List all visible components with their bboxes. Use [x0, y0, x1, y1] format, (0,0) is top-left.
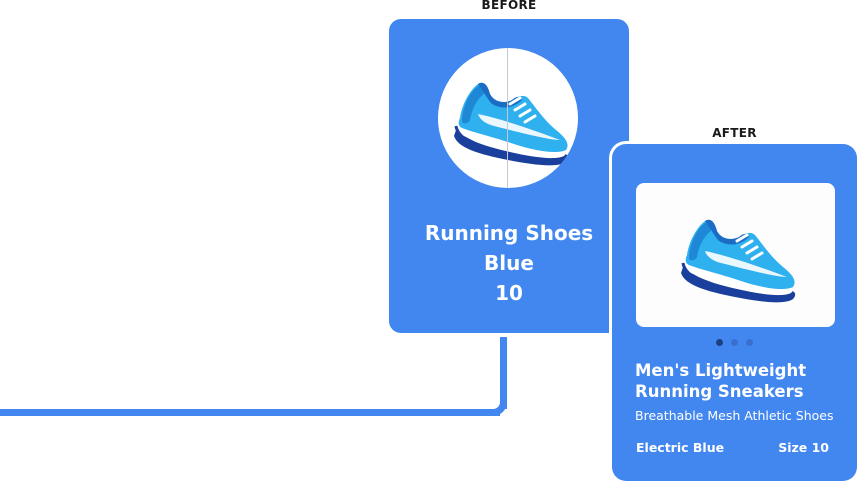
before-label: BEFORE [481, 0, 537, 12]
carousel-dot-1[interactable] [716, 339, 723, 346]
connector-line-vertical [500, 337, 507, 409]
after-product-color: Electric Blue [636, 440, 725, 455]
after-label: AFTER [712, 126, 757, 140]
after-product-subtitle: Breathable Mesh Athletic Shoes [635, 408, 834, 423]
before-product-name: Running Shoes [424, 221, 594, 245]
after-product-size: Size 10 [778, 440, 829, 455]
running-shoe-icon [454, 82, 569, 166]
image-divider-line [507, 48, 508, 188]
before-product-color: Blue [484, 251, 534, 275]
product-image-circle [438, 48, 578, 188]
after-product-card: Men's Lightweight Running Sneakers Breat… [612, 144, 857, 481]
carousel-dot-3[interactable] [746, 339, 753, 346]
product-image-box[interactable] [636, 183, 835, 327]
before-product-text: Running Shoes Blue 10 [389, 218, 629, 308]
carousel-dots [612, 339, 857, 346]
carousel-dot-2[interactable] [731, 339, 738, 346]
after-product-title: Men's Lightweight Running Sneakers [635, 361, 807, 401]
before-product-size: 10 [495, 281, 523, 305]
connector-line-horizontal [0, 409, 500, 416]
before-product-card: Running Shoes Blue 10 [389, 19, 629, 333]
running-shoe-icon [681, 219, 796, 303]
